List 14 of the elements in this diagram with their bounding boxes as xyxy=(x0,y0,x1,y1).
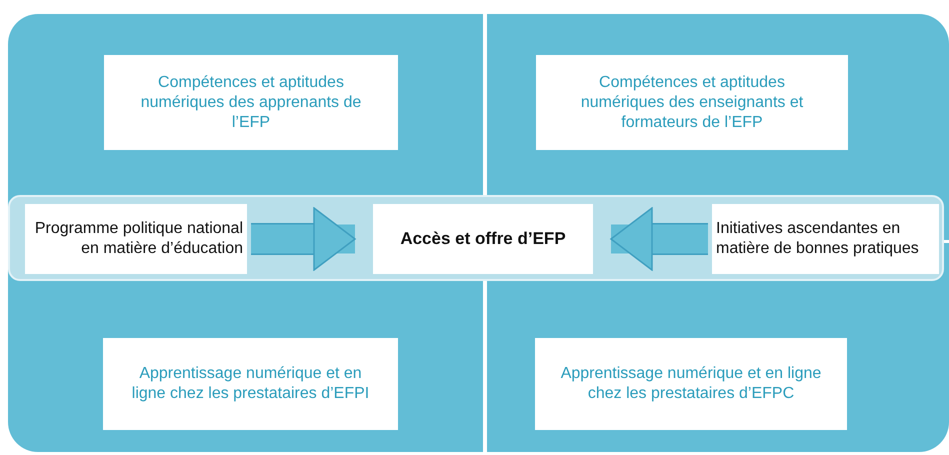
text-box xyxy=(373,204,593,274)
text-box xyxy=(25,204,247,274)
box-text: Accès et offre d’EFP xyxy=(399,229,567,249)
text-box xyxy=(103,338,398,430)
text-box xyxy=(712,204,939,274)
text-box xyxy=(104,55,398,150)
box-text: Apprentissage numérique et en ligne chez les prestataires d’EFPC xyxy=(560,364,822,404)
box-text: Apprentissage numérique et en ligne chez les prestataires d’EFPI xyxy=(130,364,370,404)
box-text: Compétences et aptitudes numériques des apprenants de l’EFP xyxy=(140,72,362,132)
box-text: Compétences et aptitudes numériques des enseignants et formateurs de l’EFP xyxy=(580,72,804,132)
box-text: Programme politique national en matière d’éducation xyxy=(34,219,243,259)
text-box xyxy=(535,338,847,430)
box-text: Initiatives ascendantes en matière de bonnes pratiques xyxy=(716,219,920,259)
text-box xyxy=(536,55,848,150)
